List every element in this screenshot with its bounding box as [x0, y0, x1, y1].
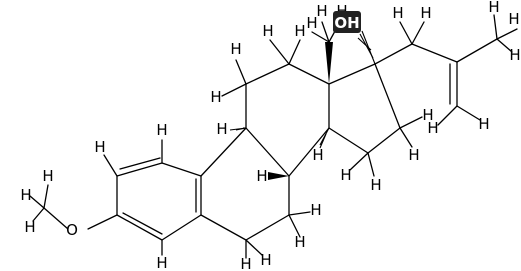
h-label: H — [508, 10, 519, 28]
atom-labels: O H H H H H H H H H H H H H H H H H H H … — [20, 0, 520, 271]
h-label: H — [427, 119, 438, 137]
h-label: H — [216, 120, 227, 138]
h-label: H — [24, 218, 35, 236]
h-label: H — [408, 146, 419, 164]
h-label: H — [488, 0, 499, 16]
ring-b — [200, 127, 290, 241]
h-label: H — [294, 22, 305, 40]
h-label: H — [210, 88, 221, 106]
h-label: H — [156, 254, 167, 271]
hydrogen-bonds — [103, 14, 518, 259]
methylallyl-chain — [374, 38, 498, 107]
h-label: H — [262, 22, 273, 40]
h-label: H — [420, 4, 431, 22]
h-label: H — [312, 146, 323, 164]
h-label: H — [42, 167, 53, 185]
h-label: H — [310, 201, 321, 219]
ring-a-aromatic — [116, 157, 202, 241]
hydroxyl-badge: OH — [333, 11, 361, 33]
stereo-bonds — [229, 30, 376, 180]
h-label: H — [256, 167, 267, 185]
h-label: H — [370, 176, 381, 194]
methoxy-group — [29, 184, 118, 230]
h-label: H — [94, 138, 105, 156]
hydroxyl-label: OH — [334, 14, 359, 32]
h-label: H — [20, 186, 31, 204]
ring-d — [328, 63, 401, 154]
h-label: H — [240, 255, 251, 271]
h-label: H — [306, 14, 317, 32]
h-label: H — [340, 166, 351, 184]
oxygen-label: O — [66, 221, 78, 239]
h-label: H — [392, 4, 403, 22]
h-label: H — [422, 106, 433, 124]
h-label: H — [478, 115, 489, 133]
h-label: H — [230, 40, 241, 58]
h-label: H — [156, 121, 167, 139]
ring-c — [245, 63, 330, 177]
h-label: H — [509, 46, 520, 64]
h-label: H — [316, 2, 327, 20]
h-label: H — [294, 233, 305, 251]
h-label: H — [260, 251, 271, 269]
